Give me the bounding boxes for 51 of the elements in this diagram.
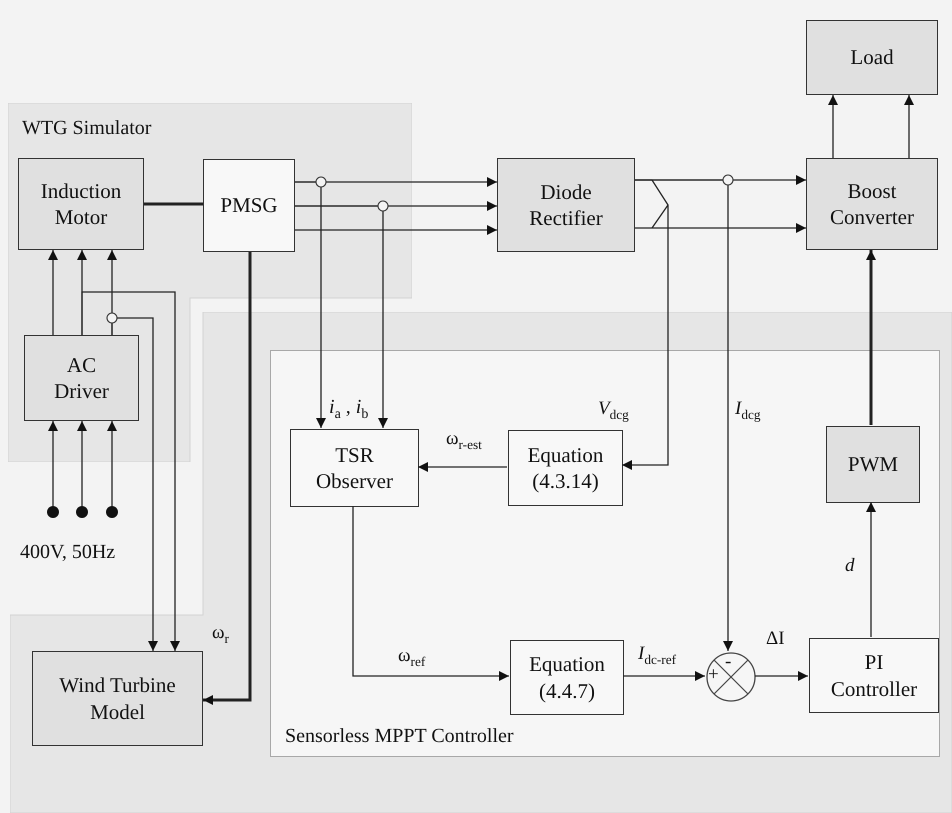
panel-title: Sensorless MPPT Controller bbox=[285, 725, 514, 748]
driver-box: AC Driver bbox=[24, 335, 139, 421]
terminal-dot bbox=[106, 506, 118, 518]
sign-symbol: - bbox=[725, 652, 732, 671]
text-label: 400V, 50Hz bbox=[20, 540, 116, 564]
terminal-dot bbox=[47, 506, 59, 518]
arrow bbox=[111, 317, 158, 651]
arrow bbox=[866, 502, 876, 637]
region-title: WTG Simulator bbox=[22, 117, 152, 140]
arrow bbox=[81, 291, 180, 651]
arrow bbox=[635, 179, 733, 651]
edge-label: ΔI bbox=[766, 628, 785, 651]
arrow bbox=[48, 250, 58, 335]
arrow bbox=[904, 95, 914, 158]
observer-box: TSR Observer bbox=[290, 429, 419, 507]
arrow bbox=[635, 223, 806, 233]
arrow bbox=[352, 506, 509, 681]
model-box: Wind Turbine Model bbox=[32, 651, 203, 746]
converter-box: Boost Converter bbox=[806, 158, 938, 250]
terminal-dot bbox=[76, 506, 88, 518]
arrow bbox=[755, 671, 808, 681]
pwm-box: PWM bbox=[826, 426, 920, 503]
edge-label: ω$_{r-est}$ bbox=[446, 428, 482, 453]
edge-label: I$_{dcg}$ bbox=[735, 398, 761, 423]
arrow bbox=[866, 250, 876, 425]
equation-box: Equation (4.4.7) bbox=[510, 640, 624, 715]
arrow bbox=[48, 421, 58, 506]
arrow bbox=[107, 421, 117, 506]
edge-label: ω$_{ref}$ bbox=[398, 645, 426, 670]
rectifier-box: Diode Rectifier bbox=[497, 158, 635, 252]
arrow bbox=[623, 671, 705, 681]
edge-label: ω$_{r}$ bbox=[212, 622, 229, 647]
motor-box: Induction Motor bbox=[18, 158, 144, 250]
arrow bbox=[77, 421, 87, 506]
edge-label: I$_{dc-ref}$ bbox=[638, 643, 676, 668]
arrow bbox=[295, 205, 388, 428]
text-label: i$_{a}$ , i$_{b}$ bbox=[329, 395, 368, 424]
arrow bbox=[295, 225, 497, 235]
generator-box: PMSG bbox=[203, 159, 295, 252]
controller-box: PI Controller bbox=[809, 638, 939, 713]
arrow bbox=[828, 95, 838, 158]
arrow bbox=[622, 179, 669, 470]
arrow bbox=[418, 462, 507, 472]
arrow bbox=[203, 252, 252, 705]
load-box: Load bbox=[806, 20, 938, 95]
edge-label: V$_{dcg}$ bbox=[598, 398, 629, 423]
arrow bbox=[295, 181, 326, 428]
controller-panel bbox=[270, 350, 940, 757]
equation-box: Equation (4.3.14) bbox=[508, 430, 623, 506]
edge-label: d bbox=[845, 555, 854, 578]
sign-symbol: + bbox=[708, 665, 719, 684]
